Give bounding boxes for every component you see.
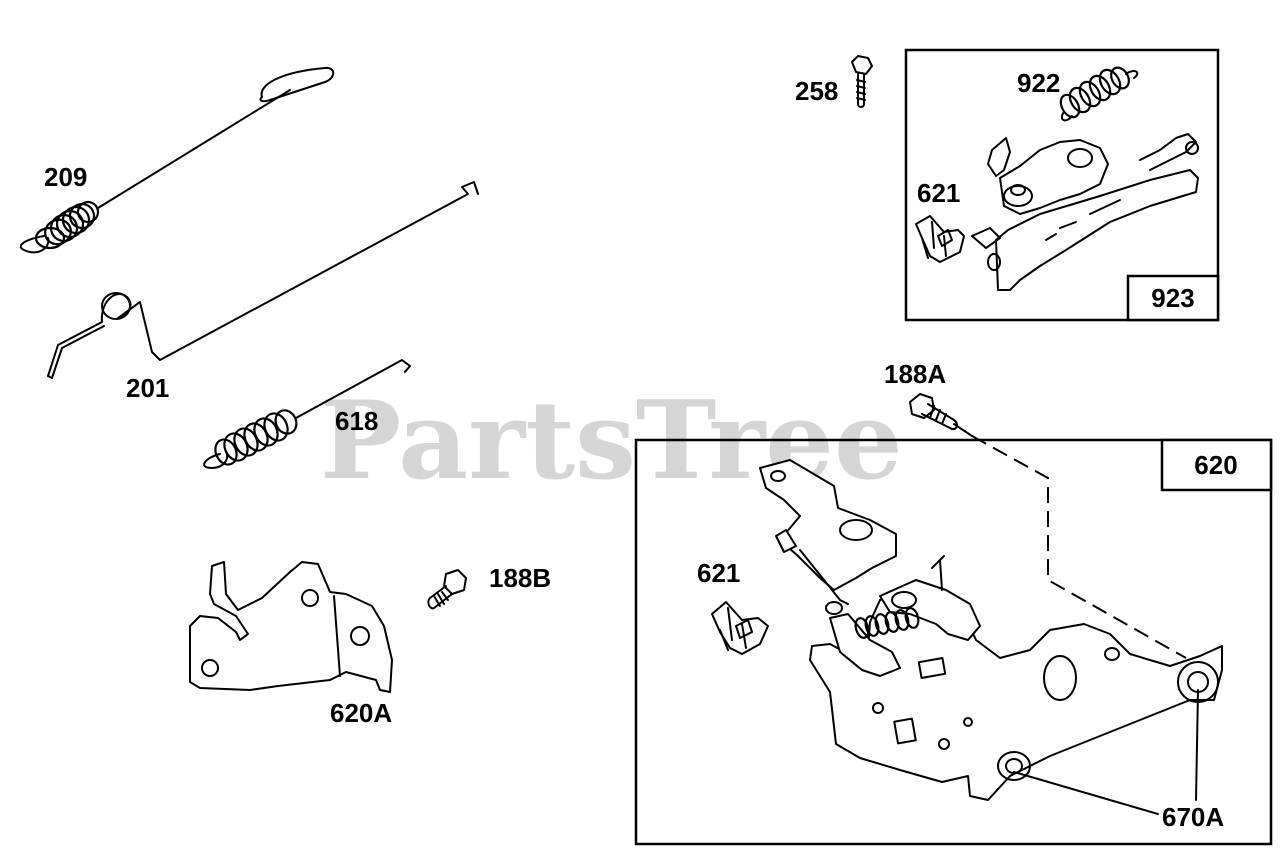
label-621-bottom: 621	[697, 558, 740, 588]
label-258: 258	[795, 76, 838, 106]
screw-188A-icon[interactable]	[909, 393, 973, 437]
bracket-620A-icon[interactable]	[189, 561, 393, 693]
screw-258-icon[interactable]	[851, 55, 873, 108]
clip-621-bottom-icon[interactable]	[711, 601, 769, 655]
label-922: 922	[1017, 68, 1060, 98]
control-bracket-620-icon[interactable]	[759, 459, 1223, 801]
label-923: 923	[1151, 283, 1194, 313]
label-188A: 188A	[884, 359, 946, 389]
label-670A: 670A	[1162, 802, 1224, 832]
assembly-923-tag	[1126, 274, 1220, 322]
assembly-620-tag	[1160, 438, 1273, 492]
link-rod-201-icon[interactable]	[47, 181, 479, 379]
spring-209-icon[interactable]	[19, 66, 335, 254]
control-assembly-923-icon[interactable]	[971, 133, 1199, 291]
alignment-dashed-line	[971, 435, 1187, 659]
label-201: 201	[126, 373, 169, 403]
spring-618-icon[interactable]	[203, 359, 411, 469]
label-621-top: 621	[917, 178, 960, 208]
assembly-620-frame	[634, 438, 1273, 846]
label-620: 620	[1194, 450, 1237, 480]
assembly-923-frame	[904, 48, 1220, 322]
label-188B: 188B	[489, 563, 551, 593]
label-209: 209	[44, 162, 87, 192]
label-618: 618	[335, 406, 378, 436]
leader-670A-b	[1195, 689, 1199, 801]
label-620A: 620A	[330, 698, 392, 728]
screw-188B-icon[interactable]	[427, 569, 467, 610]
spring-922-icon[interactable]	[1057, 64, 1139, 122]
clip-621-top-icon[interactable]	[915, 215, 965, 263]
leader-670A-a	[1013, 771, 1159, 815]
